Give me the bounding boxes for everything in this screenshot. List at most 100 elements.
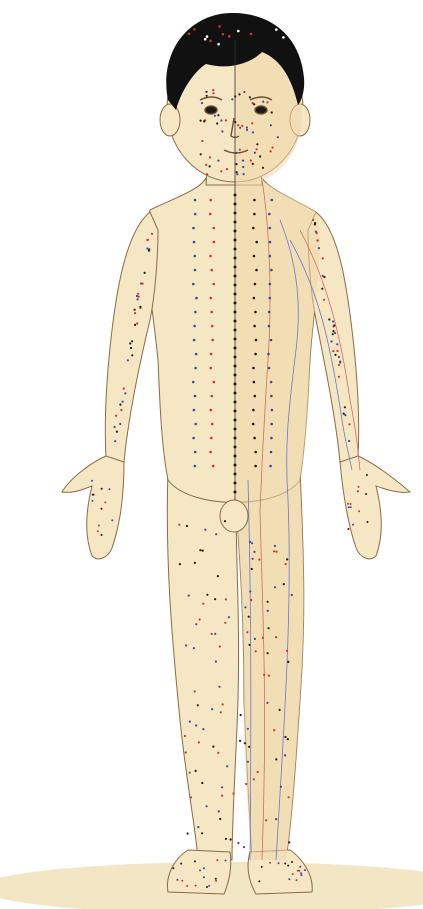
- acupoint-dot: [274, 545, 276, 547]
- acupoint-dot: [273, 550, 275, 552]
- left-foot: [167, 850, 230, 894]
- acupoint-dot: [253, 381, 256, 384]
- acupoint-dot: [211, 423, 214, 426]
- acupoint-dot: [194, 562, 196, 564]
- acupoint-dot: [195, 724, 197, 726]
- acupoint-dot: [275, 551, 277, 553]
- acupoint-dot: [213, 381, 216, 384]
- acupoint-dot: [255, 241, 258, 244]
- acupoint-dot: [237, 30, 240, 33]
- acupoint-dot: [234, 320, 237, 323]
- acupoint-dot: [214, 115, 216, 117]
- acupoint-dot: [137, 298, 139, 300]
- acupoint-dot: [203, 867, 205, 869]
- acupoint-dot: [222, 33, 225, 36]
- acupoint-dot: [258, 559, 260, 561]
- acupoint-dot: [250, 159, 252, 161]
- acupoint-dot: [139, 306, 141, 308]
- acupoint-dot: [334, 354, 336, 356]
- acupoint-dot: [253, 325, 256, 328]
- acupoint-dot: [194, 213, 197, 216]
- acupoint-dot: [239, 127, 241, 129]
- acupoint-dot: [114, 440, 116, 442]
- left-ear: [160, 104, 180, 136]
- acupoint-dot: [328, 318, 330, 320]
- acupoint-dot: [185, 751, 187, 753]
- acupoint-dot: [253, 437, 256, 440]
- acupoint-dot: [271, 409, 274, 412]
- acupoint-dot: [262, 637, 264, 639]
- acupoint-dot: [234, 121, 236, 123]
- acupoint-dot: [347, 528, 349, 530]
- acupoint-dot: [262, 101, 264, 103]
- acupoint-dot: [289, 35, 292, 38]
- acupoint-dot: [234, 248, 237, 251]
- acupoint-dot: [278, 862, 280, 864]
- acupoint-dot: [210, 353, 213, 356]
- acupoint-dot: [234, 446, 237, 449]
- acupoint-dot: [194, 395, 197, 398]
- acupoint-dot: [312, 219, 314, 221]
- acupoint-dot: [274, 586, 276, 588]
- acupoint-dot: [194, 423, 197, 426]
- acupoint-dot: [267, 652, 269, 654]
- acupoint-dot: [180, 863, 182, 865]
- acupoint-dot: [254, 451, 257, 454]
- acupoint-dot: [234, 329, 237, 332]
- acupoint-dot: [184, 735, 186, 737]
- acupoint-dot: [218, 686, 220, 688]
- acupoint-dot: [123, 387, 125, 389]
- acupoint-dot: [236, 171, 238, 173]
- acupoint-dot: [348, 506, 350, 508]
- acupoint-dot: [241, 125, 243, 127]
- acupoint-dot: [226, 765, 228, 767]
- acupoint-dot: [332, 350, 334, 352]
- acupoint-dot: [134, 324, 136, 326]
- acupoint-dot: [292, 873, 294, 875]
- acupoint-dot: [252, 367, 255, 370]
- acupoint-dot: [199, 869, 201, 871]
- acupoint-dot: [116, 431, 118, 433]
- acupoint-dot: [270, 381, 273, 384]
- acupoint-dot: [358, 486, 360, 488]
- acupoint-dot: [219, 818, 221, 820]
- acupoint-dot: [268, 213, 271, 216]
- acupoint-dot: [338, 376, 340, 378]
- acupoint-dot: [287, 738, 289, 740]
- body-shade: [235, 40, 320, 860]
- acupoint-dot: [339, 361, 341, 363]
- acupoint-dot: [366, 474, 368, 476]
- genital-outline: [220, 500, 248, 532]
- acupoint-dot: [212, 465, 215, 468]
- acupoint-dot: [234, 428, 237, 431]
- acupoint-dot: [209, 165, 211, 167]
- acupoint-dot: [247, 728, 249, 730]
- acupoint-dot: [234, 95, 236, 97]
- acupoint-dot: [215, 533, 217, 535]
- acupoint-dot: [246, 631, 248, 633]
- acupoint-dot: [92, 500, 94, 502]
- acupoint-dot: [244, 742, 246, 744]
- acupoint-dot: [254, 283, 257, 286]
- acupoint-dot: [101, 508, 103, 510]
- acupoint-dot: [188, 33, 191, 36]
- acupoint-dot: [253, 778, 255, 780]
- acupoint-dot: [217, 160, 219, 162]
- acupoint-dot: [257, 771, 259, 773]
- acupoint-dot: [236, 173, 238, 175]
- acupoint-dot: [172, 867, 174, 869]
- acupoint-dot: [195, 353, 198, 356]
- acupoint-dot: [234, 383, 237, 386]
- acupoint-dot: [215, 878, 217, 880]
- acupoint-dot: [250, 599, 252, 601]
- acupoint-dot: [188, 595, 190, 597]
- acupoint-dot: [253, 551, 255, 553]
- acupoint-dot: [213, 241, 216, 244]
- acupoint-dot: [367, 521, 369, 523]
- acupoint-dot: [268, 311, 271, 314]
- acupoint-dot: [291, 861, 293, 863]
- acupoint-dot: [134, 312, 136, 314]
- acupoint-dot: [201, 832, 203, 834]
- acupoint-dot: [209, 199, 212, 202]
